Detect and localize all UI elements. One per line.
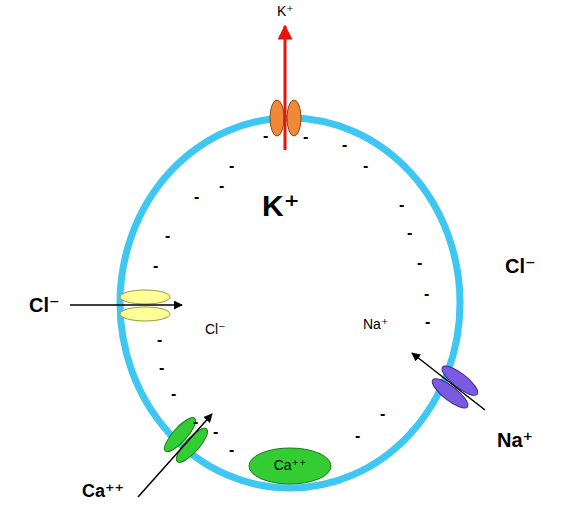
charge-sign: - — [407, 224, 412, 242]
calcium-store: Ca⁺⁺ — [248, 447, 332, 485]
membrane-outline — [117, 115, 463, 491]
ion-label: Cl⁻ — [205, 322, 226, 337]
ion-label: K⁺ — [277, 4, 294, 19]
charge-sign: - — [157, 331, 162, 349]
charge-sign: - — [153, 257, 158, 275]
charge-sign: - — [399, 196, 404, 214]
efflux-arrow — [284, 26, 287, 150]
charge-sign: - — [165, 227, 170, 245]
ion-label: K⁺ — [262, 189, 300, 222]
ion-label: Ca⁺⁺ — [82, 482, 124, 502]
charge-sign: - — [263, 127, 268, 145]
charge-sign: - — [425, 313, 430, 331]
charge-sign: - — [363, 157, 368, 175]
charge-sign: - — [229, 157, 234, 175]
charge-sign: - — [380, 405, 385, 423]
ion-label: Ca⁺⁺ — [274, 458, 307, 473]
charge-sign: - — [424, 285, 429, 303]
ion-label: Na⁺ — [363, 317, 388, 332]
charge-sign: - — [417, 254, 422, 272]
charge-sign: - — [229, 441, 234, 459]
charge-sign: - — [159, 359, 164, 377]
charge-sign: - — [219, 177, 224, 195]
cell-membrane: K⁺ Cl⁻ Na⁺ Ca⁺⁺ — [117, 115, 463, 491]
charge-sign: - — [194, 188, 199, 206]
charge-sign: - — [342, 136, 347, 154]
calcium-channel — [160, 414, 212, 467]
charge-sign: - — [213, 423, 218, 441]
ion-label: Cl⁻ — [29, 294, 60, 316]
influx-arrow — [412, 353, 485, 410]
charge-sign: - — [303, 128, 308, 146]
ion-label: Cl⁻ — [505, 255, 536, 277]
charge-sign: - — [171, 385, 176, 403]
charge-sign: - — [193, 413, 198, 431]
charge-sign: - — [355, 427, 360, 445]
influx-arrow — [138, 414, 212, 497]
influx-arrow — [70, 304, 182, 306]
ion-label: Na⁺ — [497, 429, 533, 451]
